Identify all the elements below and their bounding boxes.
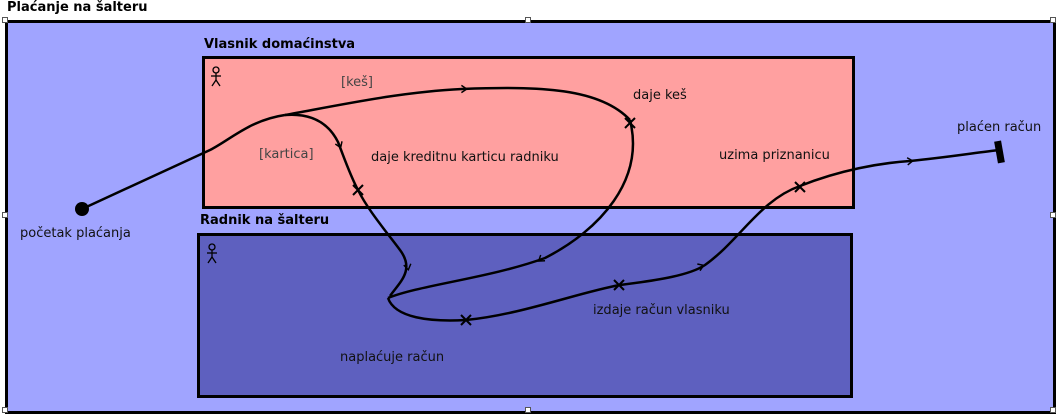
flow-cash-to-charge[interactable]: [387, 119, 635, 300]
end-node[interactable]: [994, 140, 1005, 164]
end-node-label: plaćen račun: [957, 120, 1042, 135]
action-marker-gives-card[interactable]: [352, 184, 364, 196]
resize-handle-middle-left[interactable]: [2, 212, 8, 218]
resize-handle-bottom-middle[interactable]: [525, 407, 531, 413]
action-label-gives-cash: daje keš: [633, 88, 687, 103]
action-marker-issues-bill[interactable]: [613, 279, 625, 291]
resize-handle-bottom-right[interactable]: [1050, 407, 1056, 413]
resize-handle-top-left[interactable]: [2, 17, 8, 23]
resize-handle-top-right[interactable]: [1050, 17, 1056, 23]
flow-start[interactable]: [81, 113, 286, 211]
swimlane-worker[interactable]: [197, 233, 853, 398]
action-marker-charges-bill[interactable]: [460, 314, 472, 326]
diagram-title: Plaćanje na šalteru: [7, 0, 148, 15]
guard-card: [kartica]: [259, 147, 314, 162]
start-node-label: početak plaćanja: [20, 226, 131, 241]
action-marker-takes-receipt[interactable]: [794, 181, 806, 193]
action-label-gives-card: daje kreditnu karticu radniku: [371, 150, 559, 165]
actor-icon: [211, 66, 221, 87]
lane-title-owner: Vlasnik domaćinstva: [204, 37, 356, 52]
resize-handle-bottom-left[interactable]: [2, 407, 8, 413]
flow-charge-to-end[interactable]: [386, 148, 1001, 322]
resize-handle-middle-right[interactable]: [1050, 212, 1056, 218]
action-label-takes-receipt: uzima priznanicu: [719, 148, 830, 163]
guard-cash: [keš]: [341, 75, 373, 90]
action-marker-gives-cash[interactable]: [624, 117, 636, 129]
resize-handle-top-middle[interactable]: [525, 17, 531, 23]
lane-title-worker: Radnik na šalteru: [200, 213, 330, 228]
actor-icon: [207, 243, 217, 264]
action-label-issues-bill: izdaje račun vlasniku: [593, 303, 730, 318]
flow-card-branch[interactable]: [284, 113, 408, 297]
action-label-charges-bill: naplaćuje račun: [340, 350, 445, 365]
swimlane-owner[interactable]: [202, 56, 855, 209]
flow-cash-branch[interactable]: [284, 86, 631, 121]
start-node[interactable]: [75, 202, 89, 216]
